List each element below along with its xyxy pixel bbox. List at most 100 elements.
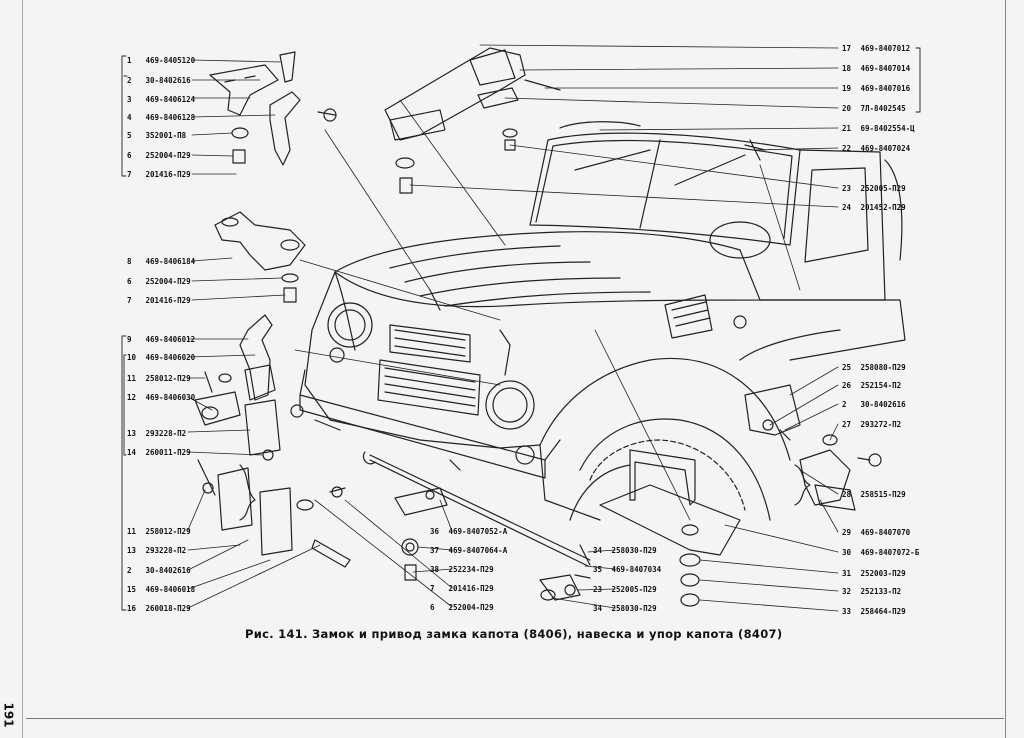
callout-label-7: 7 201416-П29 [127, 296, 191, 305]
callout-number: 21 [842, 124, 852, 133]
callout-part-code: 469-8407016 [856, 84, 911, 93]
callout-number: 34 [593, 604, 603, 613]
callout-label-18: 18 469-8407014 [842, 64, 910, 73]
callout-label-9: 9 469-8406012 [127, 335, 195, 344]
callout-label-34: 34 258030-П29 [593, 546, 657, 555]
callout-number: 6 [127, 151, 132, 160]
callout-label-8: 8 469-8406184 [127, 257, 195, 266]
callout-number: 13 [127, 429, 137, 438]
callout-label-11: 11 258012-П29 [127, 374, 191, 383]
callout-number: 6 [127, 277, 132, 286]
callout-number: 17 [842, 44, 852, 53]
callout-label-1: 1 469-8405120 [127, 56, 195, 65]
part-latch-bracket [209, 51, 337, 166]
callout-number: 28 [842, 490, 852, 499]
page-number: 191 [1, 702, 16, 728]
callout-number: 7 [430, 584, 435, 593]
callout-label-35: 35 469-8407034 [593, 565, 661, 574]
callout-label-17: 17 469-8407012 [842, 44, 910, 53]
callout-label-21: 21 69-8402554-Ц [842, 124, 915, 133]
callout-number: 11 [127, 374, 137, 383]
callout-label-37: 37 469-8407064-А [430, 546, 507, 555]
callout-number: 1 [127, 56, 132, 65]
callout-part-code: 252005-П29 [607, 585, 657, 594]
callout-label-11: 11 258012-П29 [127, 527, 191, 536]
callout-number: 13 [127, 546, 137, 555]
callout-number: 34 [593, 546, 603, 555]
page-right-edge [1005, 0, 1006, 738]
callout-number: 23 [842, 184, 852, 193]
callout-label-30: 30 469-8407072-Б [842, 548, 919, 557]
callout-part-code: 469-8406128 [141, 113, 196, 122]
callout-part-code: 469-8406124 [141, 95, 196, 104]
callout-part-code: 258012-П29 [141, 527, 191, 536]
callout-label-25: 25 258080-П29 [842, 363, 906, 372]
callout-part-code: 7Л-8402545 [856, 104, 906, 113]
callout-part-code: 201416-П29 [141, 296, 191, 305]
callout-label-31: 31 252003-П29 [842, 569, 906, 578]
callout-part-code: 352001-П8 [141, 131, 187, 140]
callout-number: 23 [593, 585, 603, 594]
callout-part-code: 30-8402616 [141, 76, 191, 85]
callout-number: 35 [593, 565, 603, 574]
callout-number: 36 [430, 527, 440, 536]
callout-part-code: 201452-П29 [856, 203, 906, 212]
callout-label-27: 27 293272-П2 [842, 420, 901, 429]
page-bottom-rule [26, 718, 1004, 719]
callout-part-code: 252004-П29 [141, 151, 191, 160]
callout-number: 24 [842, 203, 852, 212]
callout-label-2: 2 30-8402616 [842, 400, 906, 409]
callout-number: 15 [127, 585, 137, 594]
callout-part-code: 30-8402616 [141, 566, 191, 575]
callout-number: 27 [842, 420, 852, 429]
callout-label-5: 5 352001-П8 [127, 131, 186, 140]
callout-label-6: 6 252004-П29 [430, 603, 494, 612]
part-hood-hinge [384, 47, 766, 194]
callout-part-code: 258515-П29 [856, 490, 906, 499]
callout-part-code: 469-8407014 [856, 64, 911, 73]
callout-part-code: 469-8407064-А [444, 546, 508, 555]
part-bottom-stop [362, 449, 741, 607]
callout-part-code: 469-8407052-А [444, 527, 508, 536]
callout-number: 2 [842, 400, 847, 409]
callout-label-36: 36 469-8407052-А [430, 527, 507, 536]
callout-label-38: 38 252234-П29 [430, 565, 494, 574]
callout-number: 38 [430, 565, 440, 574]
callout-label-26: 26 252154-П2 [842, 381, 901, 390]
callout-part-code: 469-8407024 [856, 144, 911, 153]
callout-part-code: 201416-П29 [444, 584, 494, 593]
callout-part-code: 201416-П29 [141, 170, 191, 179]
callout-part-code: 252234-П29 [444, 565, 494, 574]
callout-number: 12 [127, 393, 137, 402]
callout-label-13: 13 293228-П2 [127, 429, 186, 438]
callout-number: 6 [430, 603, 435, 612]
callout-number: 33 [842, 607, 852, 616]
callout-label-2: 2 30-8402616 [127, 566, 191, 575]
callout-part-code: 252133-П2 [856, 587, 902, 596]
part-stop-bracket [214, 211, 306, 303]
callout-part-code: 469-8407072-Б [856, 548, 920, 557]
callout-label-28: 28 258515-П29 [842, 490, 906, 499]
callout-label-15: 15 469-8406018 [127, 585, 195, 594]
callout-number: 2 [127, 76, 132, 85]
callout-part-code: 469-8405120 [141, 56, 196, 65]
callout-label-32: 32 252133-П2 [842, 587, 901, 596]
callout-number: 22 [842, 144, 852, 153]
callout-number: 19 [842, 84, 852, 93]
callout-part-code: 252003-П29 [856, 569, 906, 578]
callout-part-code: 293228-П2 [141, 546, 187, 555]
callout-number: 37 [430, 546, 440, 555]
callout-part-code: 260011-П29 [141, 448, 191, 457]
callout-number: 16 [127, 604, 137, 613]
callout-part-code: 469-8406012 [141, 335, 196, 344]
callout-part-code: 69-8402554-Ц [856, 124, 915, 133]
callout-part-code: 469-8406018 [141, 585, 196, 594]
callout-number: 7 [127, 170, 132, 179]
callout-part-code: 469-8406184 [141, 257, 196, 266]
callout-part-code: 252154-П2 [856, 381, 902, 390]
callout-number: 30 [842, 548, 852, 557]
callout-label-22: 22 469-8407024 [842, 144, 910, 153]
callout-part-code: 258030-П29 [607, 546, 657, 555]
callout-label-29: 29 469-8407070 [842, 528, 910, 537]
